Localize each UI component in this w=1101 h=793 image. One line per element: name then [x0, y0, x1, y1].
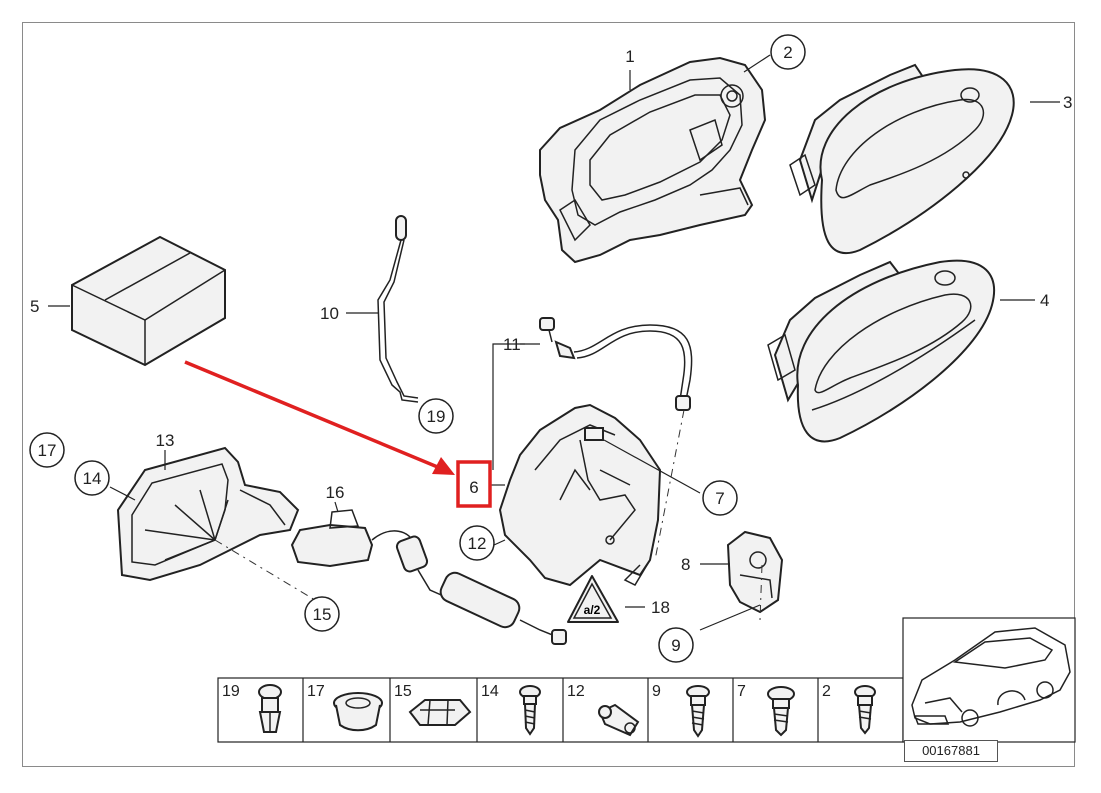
callout-6: 6 — [469, 478, 478, 497]
callout-1: 1 — [625, 47, 634, 66]
highlight-box — [456, 460, 492, 508]
mounting-plate-part — [116, 446, 300, 582]
vehicle-thumbnail — [902, 617, 1076, 743]
callout-19: 19 — [427, 407, 446, 426]
callout-15: 15 — [313, 605, 332, 624]
callout-16: 16 — [326, 483, 345, 502]
fastener-strip: 19 17 15 14 12 9 7 2 — [217, 677, 904, 743]
box-part — [71, 235, 226, 367]
fastener-label-19: 19 — [222, 683, 240, 700]
callout-14: 14 — [83, 469, 102, 488]
handle-carrier-part — [539, 56, 767, 264]
fastener-label-2: 2 — [822, 683, 831, 700]
callout-7: 7 — [715, 489, 724, 508]
callout-8: 8 — [681, 555, 690, 574]
callout-17: 17 — [38, 441, 57, 460]
fastener-label-12: 12 — [567, 683, 585, 700]
callout-5: 5 — [30, 297, 39, 316]
grommet-icon — [333, 692, 383, 732]
release-cable-part — [395, 535, 567, 645]
leader-lines — [48, 54, 1060, 631]
callout-3: 3 — [1063, 93, 1072, 112]
callout-11: 11 — [503, 335, 521, 354]
callout-9: 9 — [671, 636, 680, 655]
assembly-lines — [214, 409, 763, 621]
clip-nut-icon — [408, 699, 472, 726]
callout-12: 12 — [468, 534, 487, 553]
screw-icon — [686, 685, 710, 738]
outer-handle-upper-part — [789, 63, 1015, 255]
highlight-arrow — [184, 360, 455, 475]
bowden-cable-part — [539, 317, 693, 411]
callout-10: 10 — [320, 304, 339, 323]
screw-icon — [767, 686, 795, 737]
screw-icon — [519, 685, 541, 736]
callout-13: 13 — [156, 431, 175, 450]
outer-handle-lower-part — [767, 259, 996, 443]
fastener-label-17: 17 — [307, 683, 325, 700]
fastener-label-7: 7 — [737, 683, 746, 700]
cable-clamp-icon — [598, 703, 640, 737]
callout-labels: 1 3 4 5 6 8 10 11 13 16 18 — [30, 47, 1072, 617]
callout-4: 4 — [1040, 291, 1049, 310]
lock-rod-part — [377, 215, 419, 403]
warning-label-text: a/2 — [584, 603, 601, 617]
warning-label-part: a/2 — [567, 575, 619, 623]
fastener-label-15: 15 — [394, 683, 412, 700]
cable-housing-part — [290, 509, 416, 568]
fastener-label-14: 14 — [481, 683, 499, 700]
diagram-frame — [22, 22, 1075, 767]
callout-2: 2 — [783, 43, 792, 62]
screw-icon — [854, 685, 876, 735]
lock-catch-part — [726, 530, 784, 614]
callout-18: 18 — [651, 598, 670, 617]
reference-number: 00167881 — [904, 740, 998, 762]
circled-callouts: 2 7 9 12 14 15 17 19 — [29, 34, 806, 663]
door-lock-actuator-part — [498, 403, 662, 587]
fastener-label-9: 9 — [652, 683, 661, 700]
push-rivet-icon — [258, 684, 282, 733]
